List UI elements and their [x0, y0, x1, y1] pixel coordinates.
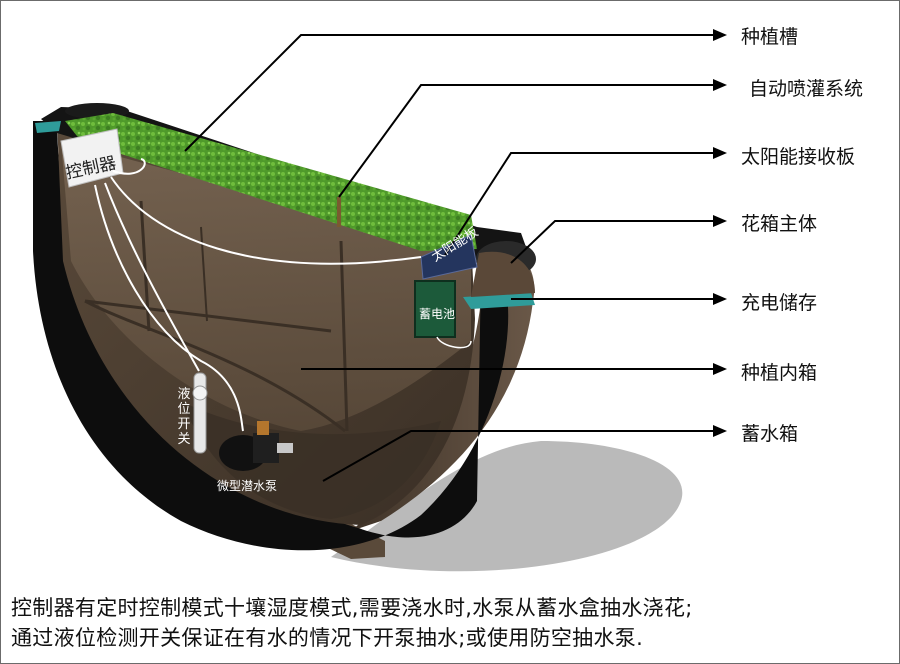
caption: 控制器有定时控制模式十壤湿度模式,需要浇水时,水泵从蓄水盒抽水浇花; 通过液位检…	[11, 593, 891, 653]
inner-post-right	[339, 240, 349, 432]
grass-surface	[65, 113, 477, 251]
leader-lines	[184, 34, 719, 482]
arrow-water-tank	[713, 425, 727, 437]
water-tank-shape	[181, 401, 441, 519]
teal-accent-top	[35, 121, 61, 133]
wire-controller-solar	[110, 176, 422, 265]
leader-water-tank	[322, 430, 719, 482]
wire-controller-sprinkler	[112, 158, 146, 175]
wire-controller-pump	[94, 184, 244, 432]
label-planting-trough: 种植槽	[741, 26, 799, 48]
ground-shadow	[331, 441, 683, 572]
label-inner-box: 种植内箱	[741, 362, 818, 384]
pump-tag: 微型潜水泵	[217, 479, 278, 493]
arrow-planting-trough	[713, 29, 727, 41]
label-solar-receiver: 太阳能接收板	[741, 146, 856, 168]
arrow-solar-receiver	[713, 147, 727, 159]
battery-tag: 蓄电池	[419, 307, 456, 321]
inner-box-shape	[61, 141, 471, 431]
arrow-charge-storage	[713, 293, 727, 305]
leader-auto-sprinkler	[338, 84, 719, 198]
leader-arrows	[713, 29, 727, 437]
caption-line-2: 通过液位检测开关保证在有水的情况下开泵抽水;或使用防空抽水泵.	[11, 626, 644, 650]
teal-accent-strip	[463, 293, 535, 309]
level-switch-float	[192, 385, 208, 401]
inner-shelf	[84, 299, 346, 433]
planter-outer-shell	[33, 121, 509, 551]
arrow-inner-box	[713, 363, 727, 375]
leader-planting-trough	[184, 34, 719, 152]
level-switch	[193, 372, 207, 454]
label-water-tank: 蓄水箱	[741, 423, 799, 445]
pump-outlet	[257, 421, 269, 435]
wire-controller-switch	[104, 182, 200, 372]
wire-battery	[436, 336, 472, 349]
caption-line-1: 控制器有定时控制模式十壤湿度模式,需要浇水时,水泵从蓄水盒抽水浇花;	[11, 596, 693, 620]
level-switch-tag: 液位开关	[177, 387, 191, 447]
battery	[414, 280, 456, 338]
label-planter-body: 花箱主体	[741, 213, 818, 235]
leader-solar-receiver	[444, 152, 719, 256]
leader-planter-body	[510, 220, 719, 264]
pump-inlet	[277, 443, 293, 453]
arrow-auto-sprinkler	[713, 79, 727, 91]
arrow-planter-body	[713, 215, 727, 227]
label-charge-storage: 充电储存	[741, 292, 818, 314]
pump-motor	[253, 433, 279, 463]
label-auto-sprinkler: 自动喷灌系统	[749, 78, 864, 100]
body-end-face	[471, 251, 535, 297]
